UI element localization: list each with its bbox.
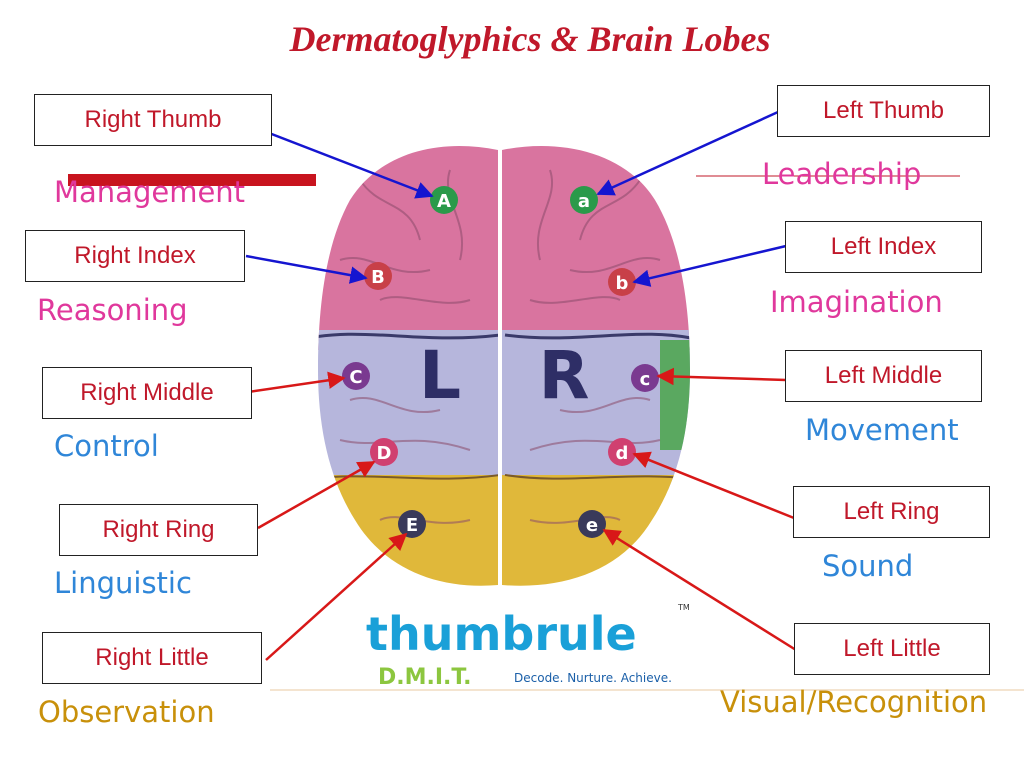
- trait-linguistic: Linguistic: [54, 566, 192, 600]
- trait-visual-recognition: Visual/Recognition: [720, 685, 988, 719]
- logo-brand: thumbrule: [366, 607, 637, 661]
- arrow-left-ring: [632, 451, 795, 520]
- right-hemisphere: [502, 145, 690, 586]
- trait-reasoning: Reasoning: [37, 293, 188, 327]
- arrow-right-little: [265, 532, 408, 661]
- trait-control: Control: [54, 429, 159, 463]
- svg-text:C: C: [349, 367, 362, 388]
- logo-tagline: Decode. Nurture. Achieve.: [514, 671, 672, 685]
- svg-text:D: D: [377, 443, 392, 464]
- svg-text:b: b: [616, 273, 629, 294]
- arrow-right-middle: [247, 371, 346, 394]
- arrow-left-thumb: [596, 110, 779, 196]
- logo-sub: D.M.I.T.: [378, 665, 471, 690]
- svg-text:A: A: [437, 191, 451, 212]
- arrow-right-index: [245, 254, 368, 284]
- left-ring-label: Left Ring: [793, 486, 990, 538]
- red-bar-decoration: [68, 174, 316, 186]
- point-d: d: [608, 438, 636, 466]
- svg-text:e: e: [586, 515, 598, 536]
- right-ring-label: Right Ring: [59, 504, 258, 556]
- svg-text:c: c: [640, 369, 651, 390]
- trait-sound: Sound: [822, 549, 914, 583]
- arrow-left-index: [632, 244, 787, 287]
- trait-management: Management: [54, 175, 246, 209]
- svg-text:E: E: [406, 515, 418, 536]
- point-e: e: [578, 510, 606, 538]
- point-b: b: [608, 268, 636, 296]
- thumbrule-logo: thumbrule TM D.M.I.T. Decode. Nurture. A…: [366, 603, 690, 690]
- left-little-label: Left Little: [794, 623, 990, 675]
- point-a: a: [570, 186, 598, 214]
- svg-text:a: a: [578, 191, 590, 212]
- logo-trademark: TM: [677, 603, 690, 612]
- arrow-left-middle: [656, 367, 787, 386]
- svg-text:d: d: [616, 443, 629, 464]
- point-c: c: [631, 364, 659, 392]
- trait-movement: Movement: [805, 413, 959, 447]
- right-index-label: Right Index: [25, 230, 245, 282]
- left-thumb-label: Left Thumb: [777, 85, 990, 137]
- arrow-right-thumb: [255, 126, 434, 199]
- trait-observation: Observation: [38, 695, 215, 729]
- point-E: E: [398, 510, 426, 538]
- point-B: B: [364, 262, 392, 290]
- right-thumb-label: Right Thumb: [34, 94, 272, 146]
- point-D: D: [370, 438, 398, 466]
- arrow-left-little: [602, 528, 797, 652]
- trait-imagination: Imagination: [770, 285, 943, 319]
- right-little-label: Right Little: [42, 632, 262, 684]
- svg-text:B: B: [371, 267, 385, 288]
- point-A: A: [430, 186, 458, 214]
- right-hemisphere-letter: R: [539, 337, 590, 414]
- arrow-right-ring: [257, 460, 376, 530]
- left-hemisphere-letter: L: [419, 337, 461, 414]
- page-title: Dermatoglyphics & Brain Lobes: [289, 19, 771, 59]
- trait-leadership: Leadership: [762, 157, 922, 191]
- right-middle-label: Right Middle: [42, 367, 252, 419]
- left-middle-label: Left Middle: [785, 350, 982, 402]
- left-index-label: Left Index: [785, 221, 982, 273]
- point-C: C: [342, 362, 370, 390]
